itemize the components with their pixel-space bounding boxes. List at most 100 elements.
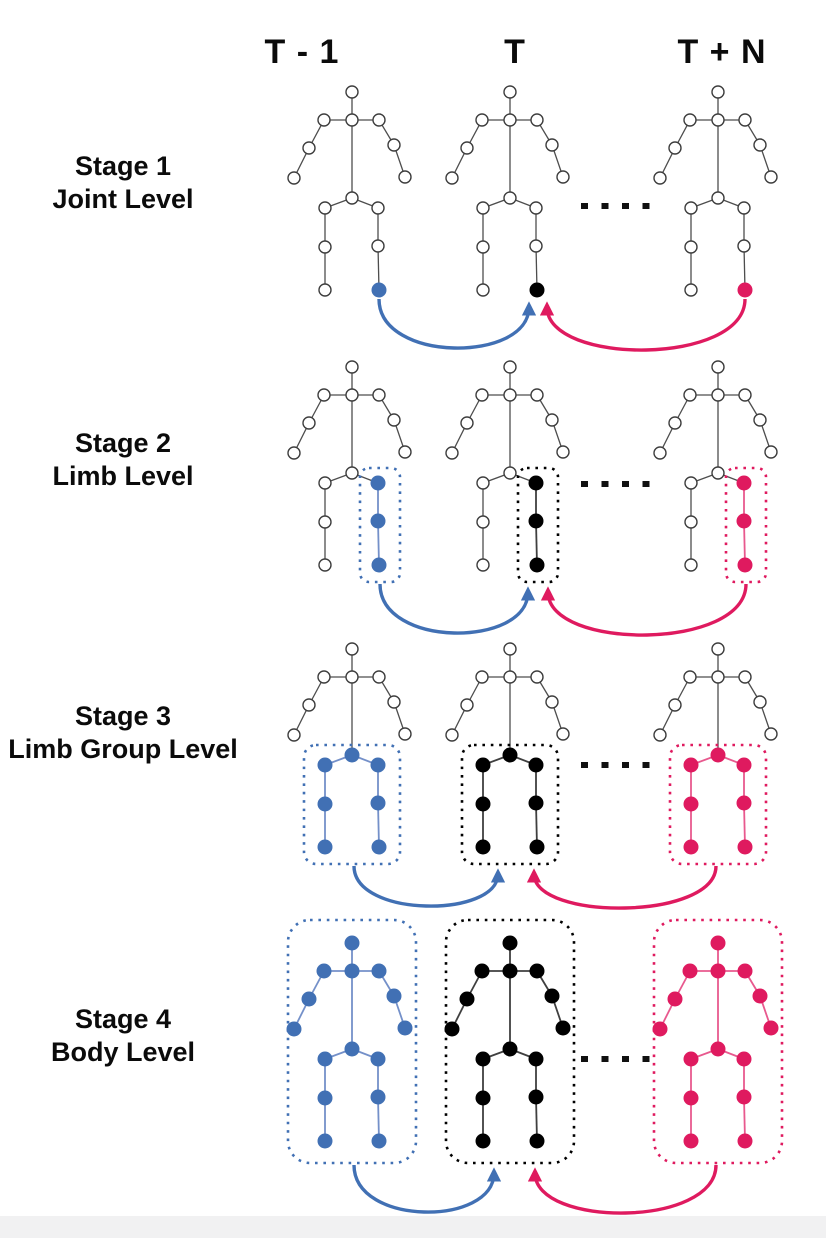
joint-rfoot	[371, 1133, 387, 1149]
column-header-t-minus-1: T - 1	[264, 33, 340, 71]
joint-lsho	[475, 670, 489, 684]
joint-lfoot	[318, 283, 332, 297]
joint-pelvis	[503, 191, 517, 205]
joint-pelvis	[711, 466, 725, 480]
joint-rsho	[372, 388, 386, 402]
joint-lhip	[684, 201, 698, 215]
joint-relb	[752, 988, 768, 1004]
joint-rhand	[763, 1020, 779, 1036]
joint-neck	[503, 670, 517, 684]
joint-lfoot	[683, 1133, 699, 1149]
joint-lsho	[475, 113, 489, 127]
joint-rsho	[372, 670, 386, 684]
joint-lfoot	[317, 1133, 333, 1149]
joint-pelvis	[503, 466, 517, 480]
joint-lhand	[287, 446, 301, 460]
joint-rhip	[370, 1051, 386, 1067]
ellipsis-dot	[622, 1056, 629, 1062]
joint-head	[503, 85, 517, 99]
joint-rknee	[370, 1089, 386, 1105]
joint-rhand	[397, 1020, 413, 1036]
ellipsis-dots-stage-3	[581, 762, 650, 768]
joint-relb	[753, 138, 767, 152]
joint-rfoot	[737, 282, 753, 298]
joint-neck	[710, 963, 726, 979]
temporal-arrow-prev-to-current-stage-1	[377, 298, 537, 350]
joint-lknee	[684, 515, 698, 529]
joint-rfoot	[529, 839, 545, 855]
joint-head	[503, 642, 517, 656]
joint-rhip	[370, 475, 386, 491]
ellipsis-dots-stage-4	[581, 1056, 650, 1062]
joint-rknee	[736, 1089, 752, 1105]
joint-pelvis	[502, 1041, 518, 1057]
joint-neck	[345, 113, 359, 127]
joint-relb	[545, 695, 559, 709]
joint-rhip	[370, 757, 386, 773]
temporal-arrow-prev-to-current-stage-4	[352, 1164, 502, 1214]
joint-pelvis	[345, 191, 359, 205]
joint-rknee	[528, 513, 544, 529]
joint-rknee	[737, 239, 751, 253]
joint-rhand	[398, 170, 412, 184]
joint-relb	[545, 138, 559, 152]
ellipsis-dot	[642, 481, 650, 487]
joint-rsho	[738, 388, 752, 402]
ellipsis-dot	[622, 481, 629, 487]
joint-lknee	[317, 796, 333, 812]
joint-lelb	[302, 141, 316, 155]
skeleton-stage-2-future	[653, 360, 778, 584]
joint-lfoot	[684, 283, 698, 297]
joint-head	[502, 935, 518, 951]
joint-lsho	[683, 670, 697, 684]
stage-3-title: Stage 3	[74, 701, 172, 731]
stage-2-title: Stage 2	[74, 428, 172, 458]
joint-neck	[503, 113, 517, 127]
joint-lfoot	[475, 839, 491, 855]
highlight-box-stage-2-future	[724, 466, 768, 584]
joint-lhip	[475, 757, 491, 773]
joint-rhand	[556, 170, 570, 184]
joint-head	[345, 642, 359, 656]
joint-head	[344, 935, 360, 951]
ellipsis-dot	[642, 203, 650, 209]
skeleton-stage-2-current	[445, 360, 570, 584]
joint-lhand	[444, 1021, 460, 1037]
temporal-arrow-future-to-current-stage-1	[539, 298, 747, 352]
joint-head	[345, 360, 359, 374]
highlight-box-stage-2-prev	[358, 466, 402, 584]
joint-pelvis	[710, 747, 726, 763]
joint-lelb	[667, 991, 683, 1007]
stage-2-sublevel: Limb Level	[52, 461, 194, 491]
joint-lknee	[475, 1090, 491, 1106]
joint-pelvis	[711, 191, 725, 205]
ellipsis-dot	[601, 1056, 609, 1062]
joint-head	[710, 935, 726, 951]
joint-lsho	[474, 963, 490, 979]
temporal-arrow-prev-to-current-stage-3	[352, 865, 506, 908]
joint-rsho	[371, 963, 387, 979]
joint-relb	[387, 138, 401, 152]
joint-lelb	[301, 991, 317, 1007]
joint-lhand	[653, 728, 667, 742]
joint-lsho	[683, 113, 697, 127]
joint-relb	[386, 988, 402, 1004]
joint-head	[711, 360, 725, 374]
ellipsis-dots-stage-1	[581, 203, 650, 209]
joint-rfoot	[529, 282, 545, 298]
joint-lsho	[475, 388, 489, 402]
joint-rhand	[398, 445, 412, 459]
joint-lhip	[317, 757, 333, 773]
skeleton-stage-1-prev	[287, 85, 412, 298]
joint-neck	[711, 670, 725, 684]
joint-lknee	[684, 240, 698, 254]
joint-lhip	[684, 476, 698, 490]
joint-lelb	[459, 991, 475, 1007]
skeleton-stage-4-current	[444, 918, 576, 1165]
joint-neck	[345, 670, 359, 684]
joint-lsho	[317, 388, 331, 402]
joint-lfoot	[476, 558, 490, 572]
joint-lelb	[668, 416, 682, 430]
